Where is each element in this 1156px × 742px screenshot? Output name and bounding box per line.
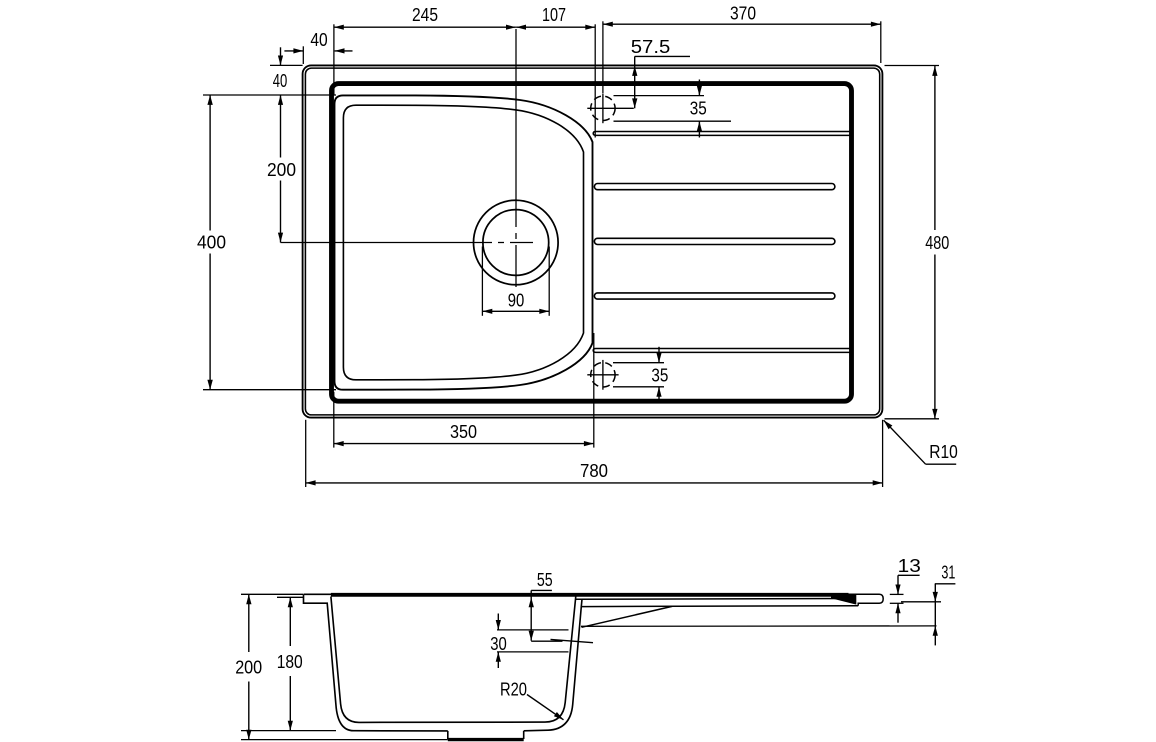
svg-text:180: 180 (277, 651, 303, 672)
svg-text:780: 780 (580, 460, 608, 481)
svg-text:200: 200 (235, 657, 262, 678)
svg-text:350: 350 (450, 421, 477, 442)
svg-text:57.5: 57.5 (631, 36, 671, 57)
svg-text:35: 35 (690, 98, 707, 119)
svg-text:200: 200 (267, 159, 296, 180)
svg-text:107: 107 (542, 4, 566, 25)
svg-text:30: 30 (490, 633, 507, 654)
svg-text:R10: R10 (929, 441, 958, 462)
svg-text:55: 55 (537, 569, 553, 590)
svg-text:480: 480 (925, 232, 949, 253)
svg-text:R20: R20 (500, 679, 527, 700)
svg-text:90: 90 (508, 289, 525, 310)
svg-text:31: 31 (941, 561, 955, 582)
svg-text:370: 370 (730, 2, 756, 23)
svg-text:400: 400 (197, 232, 226, 253)
svg-text:35: 35 (651, 365, 668, 386)
svg-text:245: 245 (412, 4, 438, 25)
svg-text:13: 13 (898, 555, 921, 576)
svg-text:40: 40 (310, 29, 327, 50)
svg-text:40: 40 (273, 70, 288, 91)
